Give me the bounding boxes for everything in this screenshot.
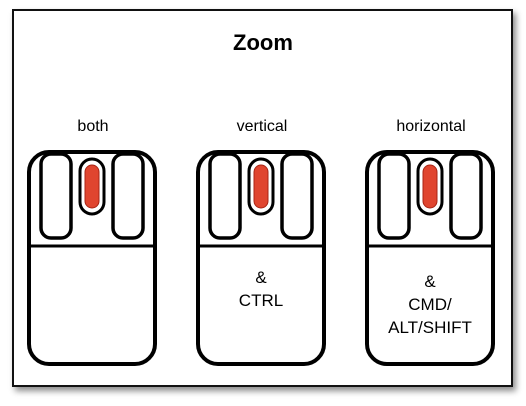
modifier-line: CMD/ bbox=[408, 295, 452, 314]
mouse-icon-vertical bbox=[196, 150, 326, 366]
mouse-icon-both bbox=[27, 150, 157, 366]
modifier-text-vertical: & CTRL bbox=[196, 266, 326, 312]
mode-label-vertical: vertical bbox=[236, 118, 288, 135]
modifier-line: ALT/SHIFT bbox=[388, 318, 472, 337]
scroll-wheel-icon bbox=[422, 164, 438, 209]
panel-title: Zoom bbox=[233, 30, 293, 55]
scroll-wheel-icon bbox=[253, 164, 269, 209]
mode-label-horizontal: horizontal bbox=[396, 118, 466, 135]
scroll-wheel-icon bbox=[84, 164, 100, 209]
modifier-text-horizontal: & CMD/ ALT/SHIFT bbox=[365, 270, 495, 339]
mouse-icon-horizontal bbox=[365, 150, 495, 366]
modifier-line: & bbox=[424, 272, 436, 291]
modifier-line: CTRL bbox=[238, 291, 284, 310]
modifier-line: & bbox=[255, 268, 267, 287]
mode-label-both: both bbox=[77, 118, 109, 135]
